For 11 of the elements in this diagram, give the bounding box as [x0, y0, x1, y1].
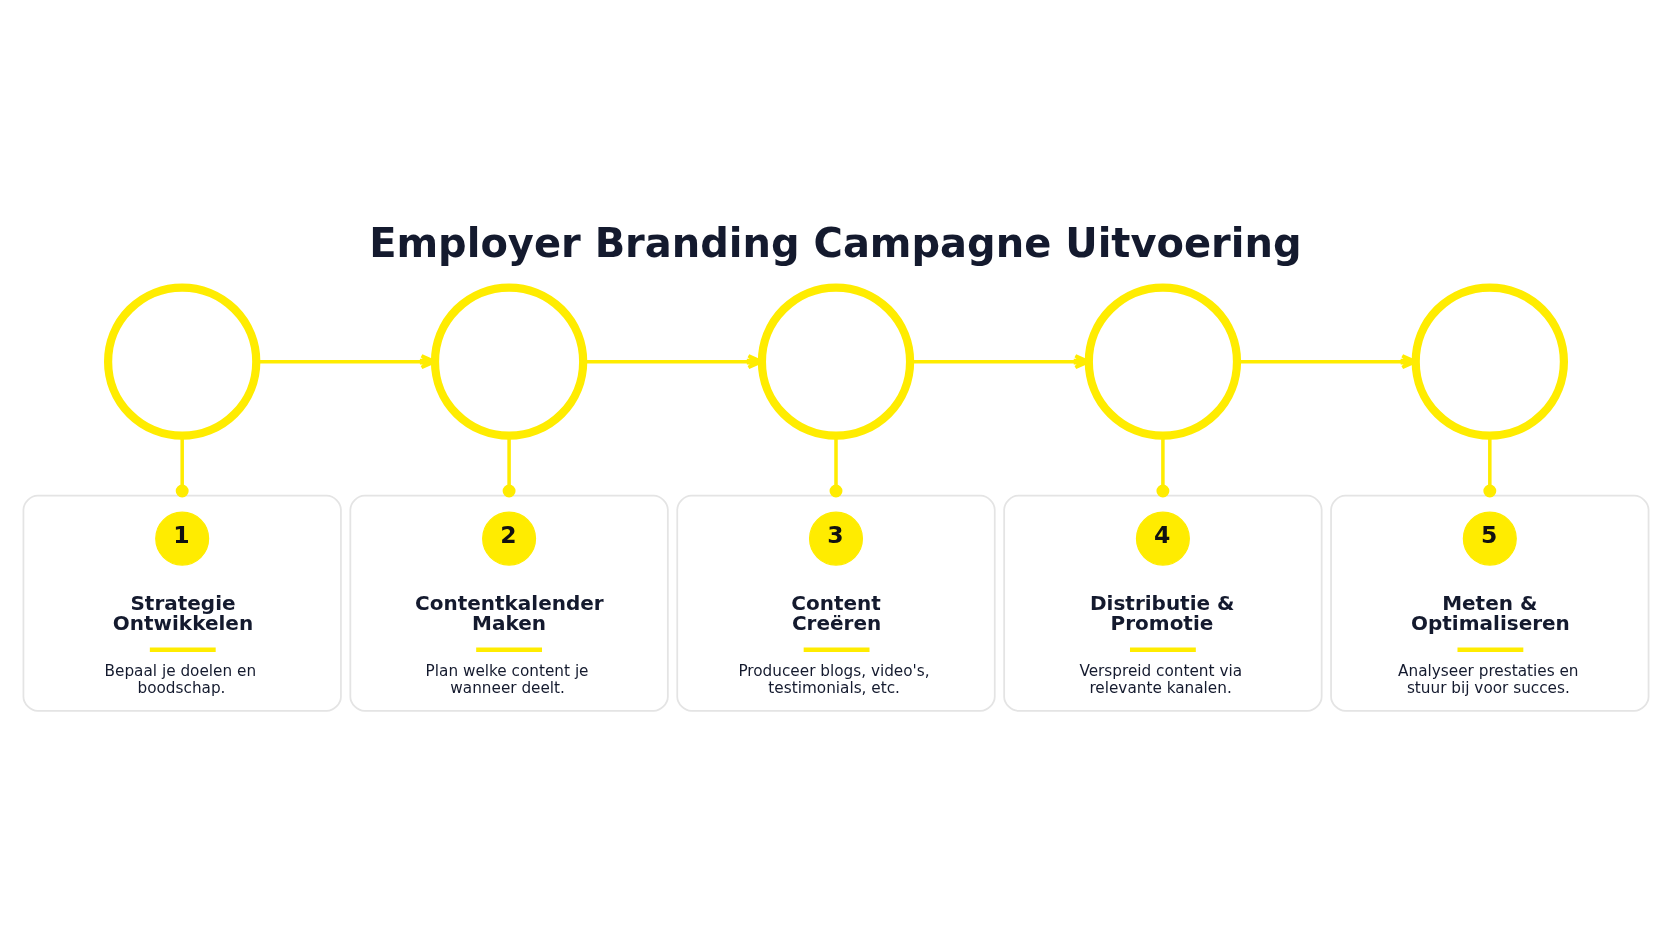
node-circle	[104, 282, 261, 440]
node-circle: 5	[1462, 511, 1517, 566]
node-circle: 2	[482, 511, 537, 566]
node-circle: 3	[808, 511, 864, 566]
node-circle: 1	[155, 511, 210, 566]
diagram-title: Employer Branding Campagne Uitvoering	[369, 219, 1302, 266]
node-circle	[757, 282, 915, 440]
node-circle	[1411, 282, 1568, 440]
node-circle	[1084, 282, 1242, 440]
node-circle	[430, 282, 588, 440]
node-circle: 4	[1135, 511, 1190, 566]
